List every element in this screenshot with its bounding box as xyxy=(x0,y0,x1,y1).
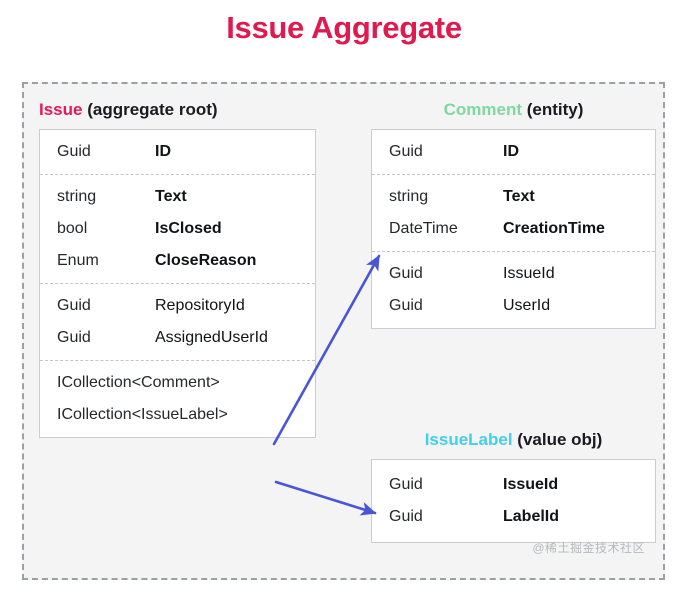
field-row: ICollection<Comment> xyxy=(40,367,315,399)
field-row: Guid ID xyxy=(372,136,655,168)
field-type: Guid xyxy=(389,143,423,160)
entity-issue-kind: (aggregate root) xyxy=(87,100,218,119)
entity-issue: Issue (aggregate root) Guid ID string Te… xyxy=(39,100,316,438)
field-type: Guid xyxy=(57,143,91,160)
field-type: Guid xyxy=(57,297,91,314)
watermark: @稀土掘金技术社区 xyxy=(532,541,645,555)
entity-comment-name: Comment xyxy=(443,100,522,119)
entity-issuelabel-name: IssueLabel xyxy=(424,430,513,449)
page-title: Issue Aggregate xyxy=(226,10,462,45)
entity-comment-box: Guid ID string Text DateTime CreationTim… xyxy=(371,129,656,329)
field-group: string Text DateTime CreationTime xyxy=(372,174,655,251)
entity-issue-box: Guid ID string Text bool IsClosed Enum C… xyxy=(39,129,316,438)
field-group: Guid IssueId Guid LabelId xyxy=(372,460,655,542)
entity-issuelabel-box: Guid IssueId Guid LabelId xyxy=(371,459,656,543)
field-row: DateTime CreationTime xyxy=(372,213,655,245)
field-name: RepositoryId xyxy=(155,297,245,314)
field-type: Guid xyxy=(389,508,423,525)
field-name: ID xyxy=(503,143,519,160)
field-row: Enum CloseReason xyxy=(40,245,315,277)
field-name: CloseReason xyxy=(155,252,257,269)
field-name: UserId xyxy=(503,297,551,314)
field-row: Guid ID xyxy=(40,136,315,168)
field-type: Enum xyxy=(57,252,99,269)
entity-issuelabel-kind: (value obj) xyxy=(517,430,603,449)
entity-comment-header: Comment (entity) xyxy=(371,100,656,120)
entity-issue-name: Issue xyxy=(39,100,83,119)
field-name: IsClosed xyxy=(155,220,222,237)
field-type: string xyxy=(389,188,429,205)
field-name: IssueId xyxy=(503,476,559,493)
field-type: Guid xyxy=(57,329,91,346)
field-type: bool xyxy=(57,220,88,237)
aggregate-boundary: Issue (aggregate root) Guid ID string Te… xyxy=(22,82,665,580)
field-row: Guid LabelId xyxy=(372,501,655,533)
field-row: bool IsClosed xyxy=(40,213,315,245)
field-group: Guid ID xyxy=(40,130,315,174)
field-name: IssueId xyxy=(503,265,555,282)
entity-comment-kind: (entity) xyxy=(526,100,584,119)
field-row: Guid AssignedUserId xyxy=(40,322,315,354)
entity-issuelabel: IssueLabel (value obj) Guid IssueId Guid… xyxy=(371,430,656,543)
field-name: ID xyxy=(155,143,171,160)
field-type: ICollection<Comment> xyxy=(57,374,220,391)
field-type: Guid xyxy=(389,297,423,314)
field-name: Text xyxy=(155,188,187,205)
field-type: Guid xyxy=(389,265,423,282)
field-group: ICollection<Comment> ICollection<IssueLa… xyxy=(40,360,315,437)
field-type: Guid xyxy=(389,476,423,493)
entity-issuelabel-header: IssueLabel (value obj) xyxy=(371,430,656,450)
field-name: LabelId xyxy=(503,508,560,525)
field-group: string Text bool IsClosed Enum CloseReas… xyxy=(40,174,315,283)
field-row: string Text xyxy=(372,181,655,213)
field-row: Guid RepositoryId xyxy=(40,290,315,322)
field-group: Guid ID xyxy=(372,130,655,174)
field-row: Guid IssueId xyxy=(372,258,655,290)
field-row: ICollection<IssueLabel> xyxy=(40,399,315,431)
field-group: Guid RepositoryId Guid AssignedUserId xyxy=(40,283,315,360)
field-row: Guid UserId xyxy=(372,290,655,322)
field-row: string Text xyxy=(40,181,315,213)
field-type: string xyxy=(57,188,97,205)
field-name: AssignedUserId xyxy=(155,329,268,346)
field-group: Guid IssueId Guid UserId xyxy=(372,251,655,328)
field-row: Guid IssueId xyxy=(372,469,655,501)
entity-comment: Comment (entity) Guid ID string Text Dat… xyxy=(371,100,656,329)
field-type: DateTime xyxy=(389,220,458,237)
field-name: CreationTime xyxy=(503,220,605,237)
entity-issue-header: Issue (aggregate root) xyxy=(39,100,316,120)
field-name: Text xyxy=(503,188,535,205)
field-type: ICollection<IssueLabel> xyxy=(57,406,228,423)
